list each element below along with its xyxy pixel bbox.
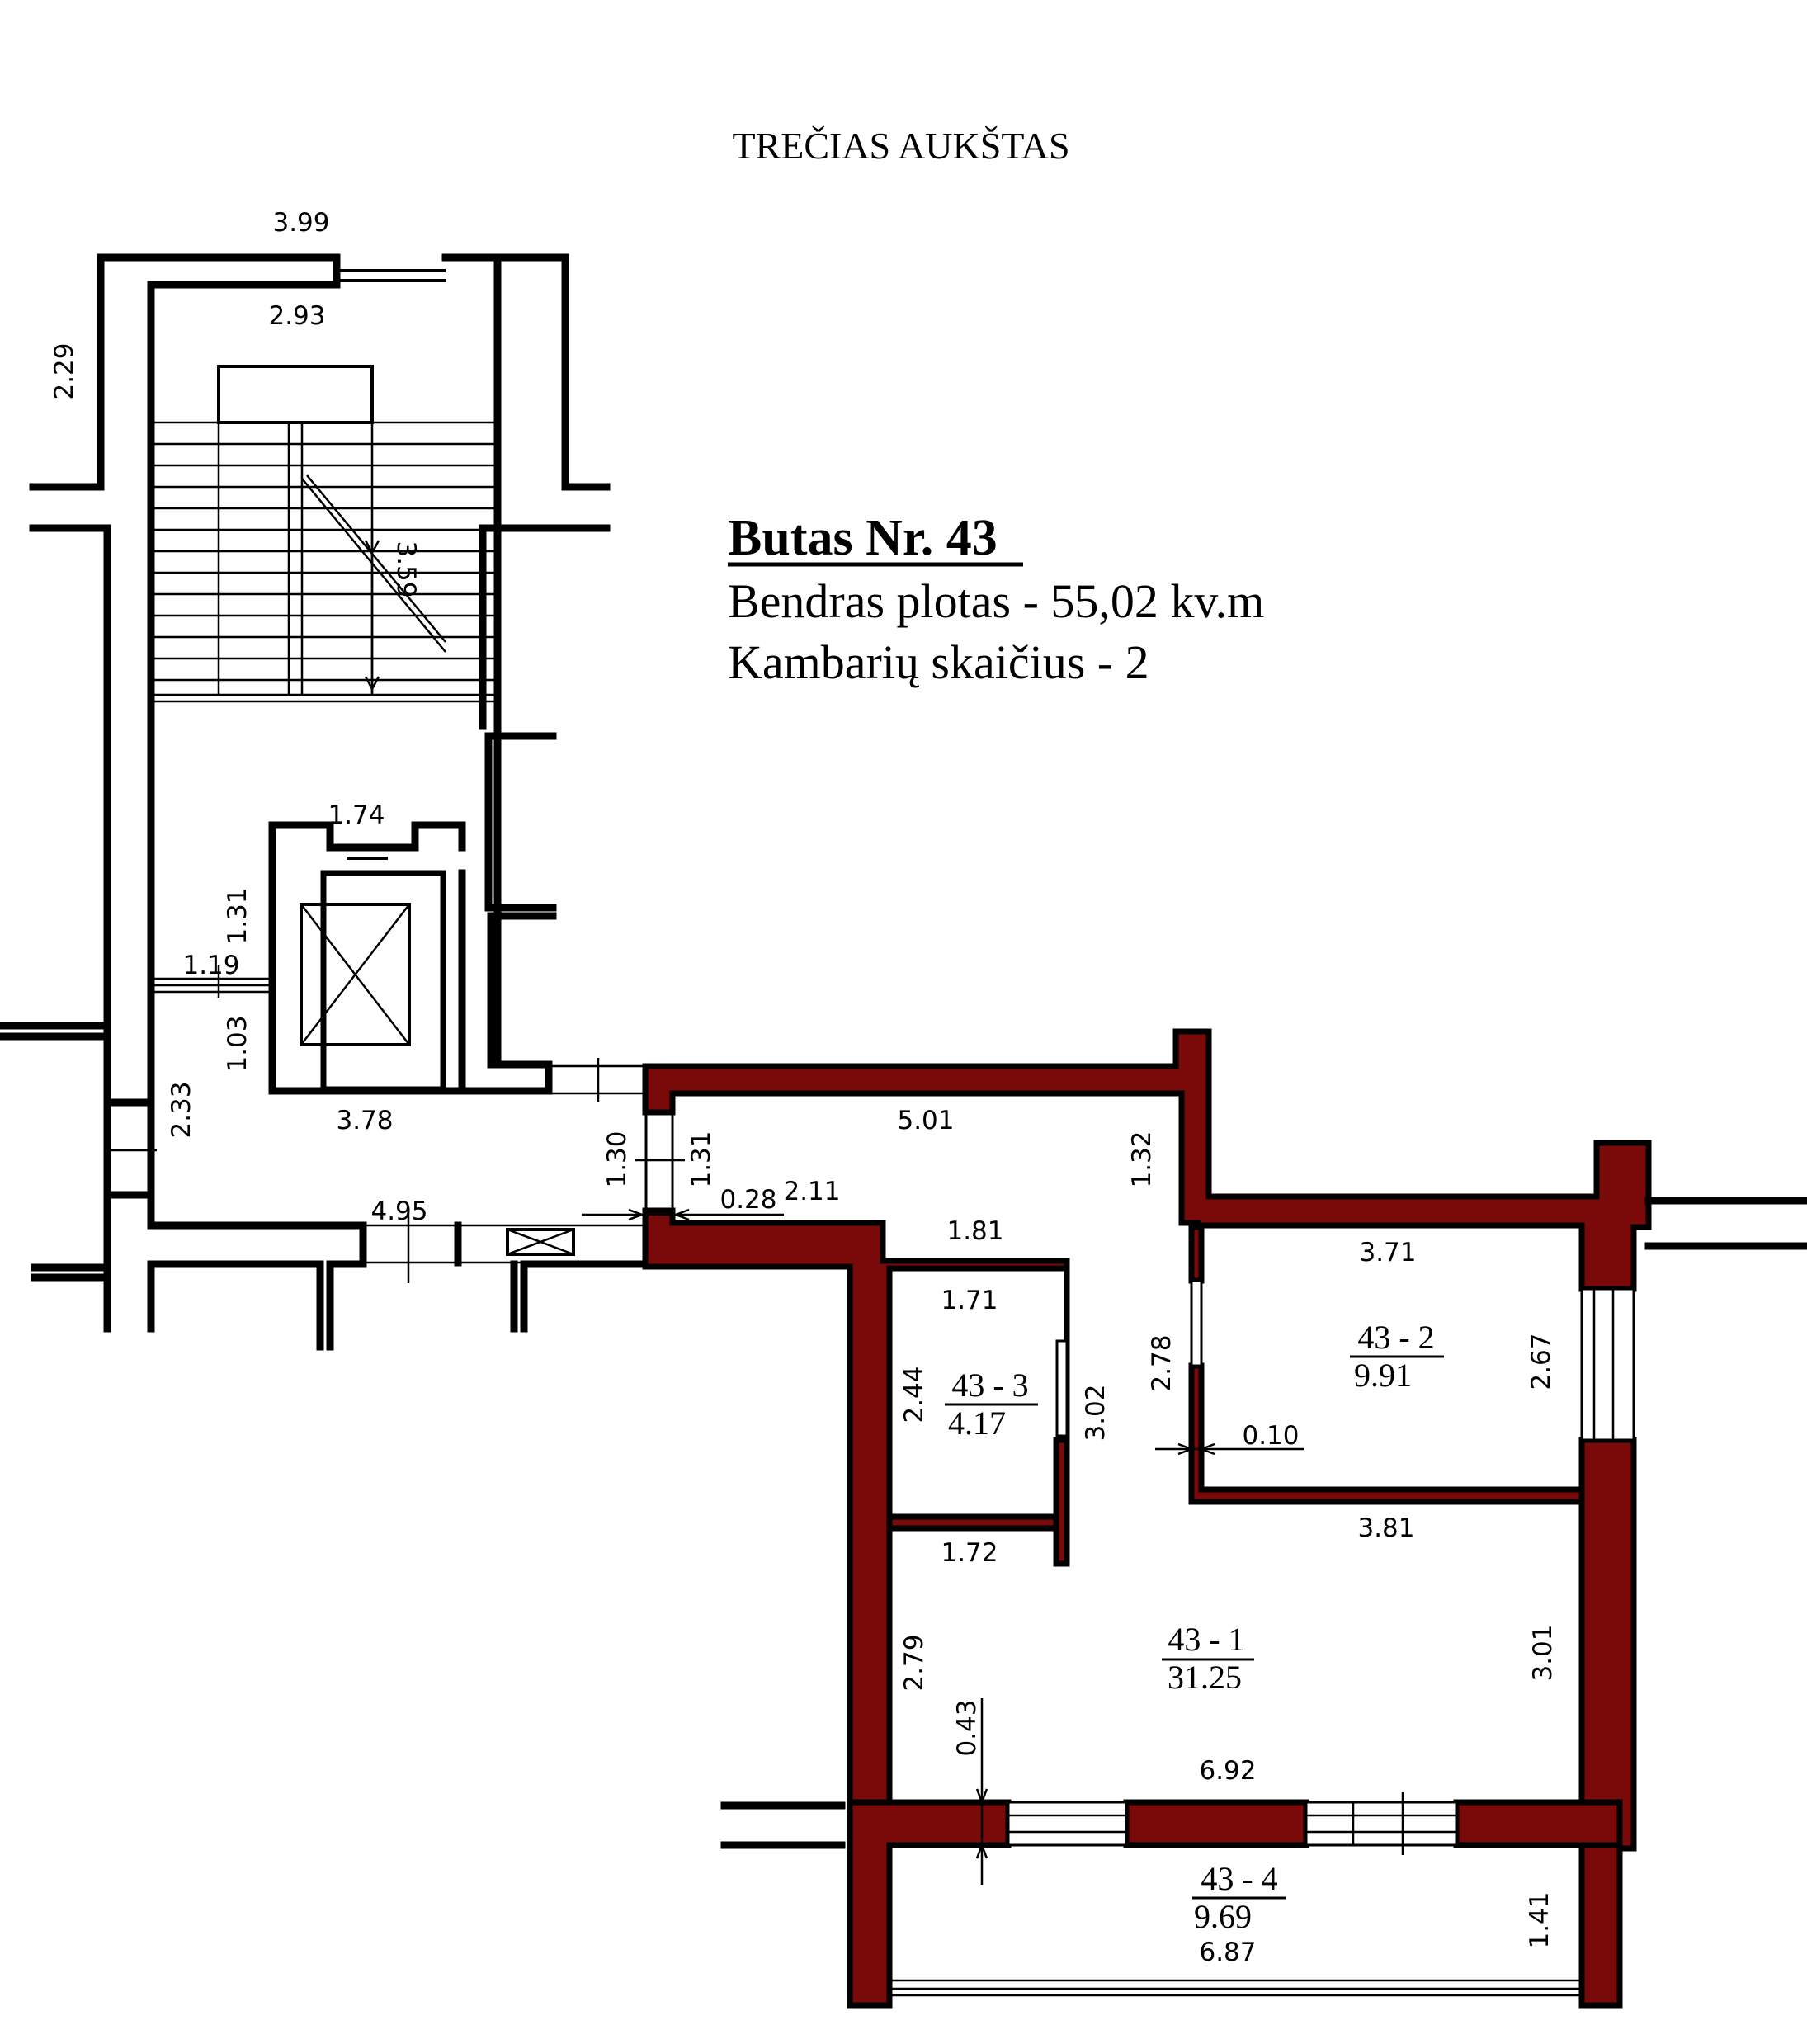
room-area: 9.91 [1354,1357,1412,1394]
dim-lift-lower-side: 1.03 [223,1015,252,1072]
dim-wall-thickness-entry: 0.28 [719,1185,776,1215]
dim-corridor-door: 1.19 [182,951,239,980]
room-id: 43 - 3 [951,1367,1028,1404]
dim-bedroom-top: 3.71 [1359,1238,1416,1267]
room-id: 43 - 1 [1168,1621,1244,1658]
dim-stair-flight: 3.59 [391,541,421,597]
apartment-total-area: Bendras plotas - 55,02 kv.m [728,574,1264,628]
apartment-walls [642,1028,1652,2009]
room-43-1-label: 43 - 1 31.25 [1162,1621,1254,1696]
dim-balcony-right: 1.41 [1525,1891,1555,1948]
room-43-2-label: 43 - 2 9.91 [1350,1319,1444,1394]
dim-hall-top: 5.01 [897,1106,954,1135]
dim-living-left: 2.79 [899,1634,929,1691]
dim-lift-bottom: 3.78 [336,1106,393,1135]
room-area: 31.25 [1168,1659,1242,1696]
dim-bedroom-bottom: 3.81 [1357,1513,1414,1543]
dim-bedroom-left: 2.78 [1147,1334,1177,1391]
dim-partition-thickness: 0.10 [1242,1421,1299,1451]
room-id: 43 - 2 [1357,1319,1434,1356]
stairwell [0,253,648,1351]
dim-bath-bottom: 1.72 [941,1538,998,1568]
room-area: 9.69 [1194,1898,1252,1935]
dim-bedroom-right: 2.67 [1526,1333,1556,1390]
room-id: 43 - 4 [1201,1860,1277,1897]
dim-bath-right: 3.02 [1081,1384,1111,1441]
dim-stair-top-outer: 3.99 [272,208,329,238]
dim-living-right: 3.01 [1528,1624,1558,1681]
room-43-3-label: 43 - 3 4.17 [945,1367,1038,1442]
dim-entry-inner: 1.31 [686,1131,716,1187]
dim-stair-left: 2.29 [50,342,79,399]
dim-hall-mid: 1.81 [946,1216,1003,1246]
room-43-4-label: 43 - 4 9.69 [1192,1860,1286,1935]
dim-stair-top-inner: 2.93 [268,301,325,331]
dim-bath-left: 2.44 [899,1366,929,1423]
dim-living-bottom: 6.92 [1199,1756,1256,1786]
dimension-labels: 3.99 2.93 2.29 3.59 1.74 1.31 1.19 1.03 … [50,208,1558,1967]
dim-lift-side: 1.31 [223,887,252,944]
dim-corridor-left: 2.33 [167,1081,196,1138]
dim-lift-top: 1.74 [328,800,385,830]
dim-hall-right: 1.32 [1127,1131,1157,1187]
apartment-heading: Butas Nr. 43 [728,510,998,566]
dim-window-sill: 0.43 [952,1699,982,1756]
dim-corridor-bottom: 4.95 [370,1197,427,1226]
dim-balcony-bottom: 6.87 [1199,1938,1256,1967]
dim-entry-outer: 1.30 [602,1131,632,1187]
room-area: 4.17 [948,1404,1006,1442]
dim-hall-offset: 2.11 [783,1177,840,1206]
apartment-room-count: Kambarių skaičius - 2 [728,635,1149,689]
dim-bath-top: 1.71 [941,1286,998,1315]
floor-title: TREČIAS AUKŠTAS [732,125,1069,167]
windows [582,1112,1807,1997]
